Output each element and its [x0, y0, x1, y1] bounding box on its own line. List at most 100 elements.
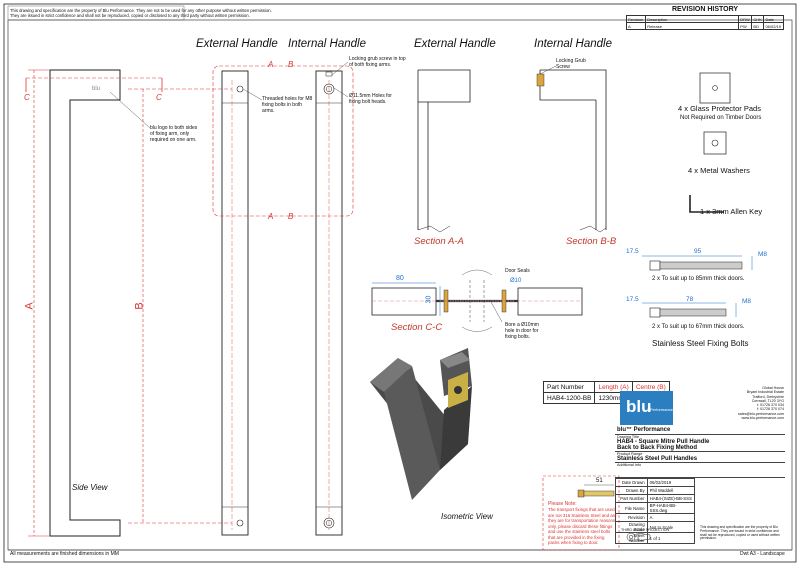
dim-cc-bolt: Ø10	[510, 278, 522, 284]
bolt1-length-dim: 95	[694, 248, 702, 255]
bolt1-note: 2 x To suit up to 85mm thick doors.	[652, 276, 745, 282]
address-line: Trafford, Derbyshire	[752, 394, 784, 399]
footer-left: All measurements are finished dimensions…	[10, 551, 119, 557]
dim-a-label: A	[23, 302, 36, 310]
metal-washer	[703, 131, 727, 155]
address-line: Cornwall, TL20 3YG	[751, 398, 784, 403]
logo-note: blu logo to both sides of fixing arm, on…	[150, 125, 198, 143]
top-note-2: They are issued in strict confidence and…	[10, 13, 250, 18]
third-angle-label: THIRD ANGLE PROJECTION	[621, 528, 670, 532]
rev-header: Description	[645, 15, 740, 23]
rev-header: Revision	[625, 15, 647, 23]
rev-cell: 06/02/19	[763, 22, 784, 30]
marker-c-left: C	[24, 93, 30, 102]
section-bb-outline	[539, 69, 607, 230]
logo-mark: blu	[92, 86, 101, 92]
drawing-title-label: Drawing Title	[617, 435, 639, 439]
parts-cell: HAB4-1200-BB	[542, 392, 596, 404]
internal-handle-front	[315, 70, 343, 536]
view-title-external-1: External Handle	[196, 38, 278, 50]
glass-pads-note: Not Required on Timber Doors	[680, 115, 762, 121]
footer-right: Dwt A3 - Landscape	[740, 551, 785, 557]
title-block: blu™ Performance Drawing Title HAB4 - Sq…	[615, 426, 785, 544]
marker-c-right: C	[156, 93, 162, 102]
tb-key: File Name	[615, 502, 648, 514]
view-title-internal-2: Internal Handle	[534, 38, 612, 50]
note-dim: 51	[596, 478, 603, 484]
view-title-external-2: External Handle	[414, 38, 496, 50]
washers-label: 4 x Metal Washers	[688, 166, 750, 175]
address-line: t: 01726 370 034	[757, 403, 784, 408]
note-text: The transport fixings that are used are …	[548, 507, 617, 545]
address-line: www.blu-performance.com	[741, 416, 784, 421]
section-cc-label: Section C-C	[391, 322, 443, 333]
rev-header: CHK	[751, 15, 765, 23]
tb-val: BP-HAB4-BB-SSS.dwg	[646, 502, 696, 514]
glass-pad	[699, 72, 731, 104]
bolt2-note: 2 x To suit up to 67mm thick doors.	[652, 324, 745, 330]
bolt1-head-dim: 17.5	[626, 248, 639, 255]
rev-cell: A	[625, 22, 647, 30]
company-logo: blu Performance	[620, 391, 673, 425]
logo-sub: Performance	[650, 407, 673, 412]
marker-a-bottom: A	[268, 212, 274, 221]
revision-table: Revision Description DRW CHK Date A Rele…	[625, 15, 784, 30]
note-heading: Please Note:	[548, 501, 577, 507]
rev-cell: Release	[645, 22, 740, 30]
grub-screw-note-short: Locking Grub Screw	[556, 58, 586, 70]
section-aa-outline	[417, 101, 429, 230]
section-bb-label: Section B-B	[566, 236, 617, 247]
dim-cc-length: 80	[396, 275, 404, 282]
tb-val: 1 of 1	[646, 532, 696, 544]
side-view-label: Side View	[72, 483, 108, 492]
tb-val: Not to Scale	[646, 521, 696, 533]
tb-key: Part Number	[615, 494, 648, 503]
address-line: f: 01726 370 074	[757, 407, 784, 412]
tb-key: Revision	[615, 513, 648, 522]
marker-b-top: B	[288, 60, 294, 69]
drawing-title-1: HAB4 - Square Mitre Pull Handle	[617, 439, 710, 445]
marker-b-bottom: B	[288, 212, 294, 221]
drawing-title-2: Back to Back Fixing Method	[615, 445, 785, 452]
company-name: blu™ Performance	[615, 426, 785, 435]
parts-header: Part Number	[542, 381, 596, 393]
logo-text: blu	[626, 397, 652, 416]
bolt2-head-dim: 17.5	[626, 296, 639, 303]
tb-key: Drawn By	[615, 486, 648, 495]
copyright-note: This drawing and specification are the p…	[700, 525, 780, 541]
bore-hole-note: Bore a Ø10mm hole in door for fixing bol…	[505, 322, 539, 340]
door-seals-note: Door Seals	[505, 268, 530, 274]
tb-val: A	[646, 513, 696, 522]
section-cc-right	[517, 287, 583, 316]
dim-b-label: B	[133, 302, 146, 310]
rev-header: DRW	[738, 15, 753, 23]
product-range: Stainless Steel Pull Handles	[615, 456, 785, 463]
top-note-1: This drawing and specification are the p…	[10, 8, 272, 13]
section-aa-label: Section A-A	[414, 236, 464, 247]
dim-cc-height: 30	[425, 295, 433, 304]
revision-title: REVISION HISTORY	[671, 6, 739, 13]
side-view-outline	[49, 69, 121, 537]
rev-header: Date	[763, 15, 784, 23]
isometric-handle	[370, 348, 472, 500]
additional-info-label: Additional Info	[615, 463, 785, 478]
tb-val: 06/02/2019	[646, 478, 696, 487]
tb-val: HAB4-(SIZE)-BB-SSS	[646, 494, 696, 503]
threaded-holes-note: Threaded holes for M8 fixing bolts in bo…	[262, 96, 313, 114]
bolt2-thread: M8	[742, 298, 752, 305]
address-line: sales@blu-performance.com	[738, 411, 784, 416]
tb-key: Date Drawn	[615, 478, 648, 487]
address-line: Bryant Industrial Estate	[746, 390, 784, 395]
product-range-label: Product Range	[617, 452, 643, 456]
tb-key: Sheet Number	[615, 532, 648, 544]
external-handle-front	[221, 70, 249, 536]
bolts-title: Stainless Steel Fixing Bolts	[652, 339, 749, 348]
view-title-internal-1: Internal Handle	[288, 38, 366, 50]
glass-pads-label: 4 x Glass Protector Pads	[678, 104, 761, 113]
allen-key-label: 1 x 3mm Allen Key	[700, 207, 763, 216]
holes-note: Ø11.5mm Holes for fixing bolt heads.	[349, 93, 392, 105]
tb-val: Phil Waddell	[646, 486, 696, 495]
